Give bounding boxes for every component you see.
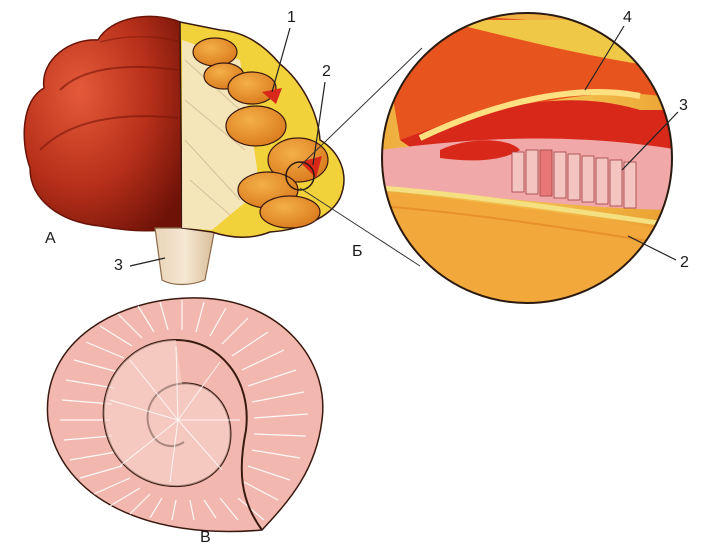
cochlea-label-1: 1 [287,10,296,26]
zoom-label-3: 3 [679,98,688,114]
zoom-label-4: 4 [623,10,632,26]
panel-a-label: А [45,231,56,247]
cochlea-label-3: 3 [114,258,123,274]
modiolus-stalk [155,228,215,285]
panel-b-label: Б [352,244,363,260]
cochlea-cross-section [180,22,344,237]
basilar-spiral [47,298,322,532]
zoom-label-2: 2 [680,255,689,271]
organ-of-corti-zoom [380,13,680,320]
cochlea-label-2: 2 [322,64,331,80]
cochlea-exterior [24,16,182,230]
panel-c-label: В [200,530,211,546]
